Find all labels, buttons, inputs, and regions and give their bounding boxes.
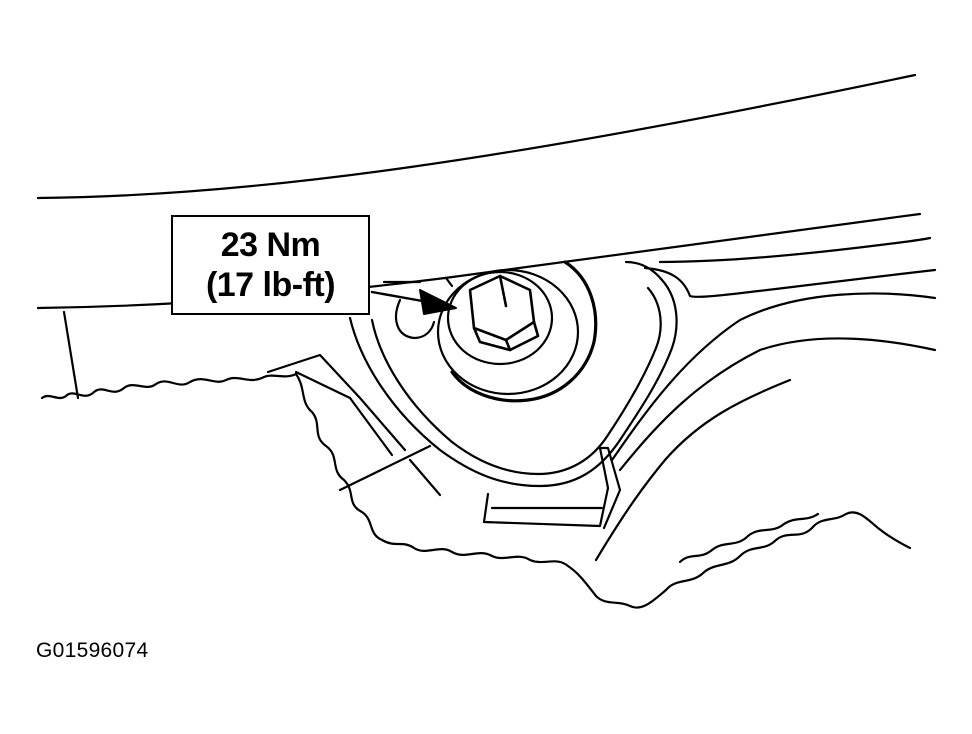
hex-bolt-icon	[468, 274, 540, 352]
angled-strut-inner	[294, 370, 394, 457]
right-frame-curve-inner	[618, 337, 937, 472]
bracket-hook	[395, 298, 436, 340]
washer-ring	[446, 270, 554, 366]
lower-brace-b	[408, 458, 442, 497]
bushing-ring	[436, 268, 580, 396]
body-upper-edge	[36, 73, 917, 200]
bracket-tab	[482, 446, 622, 530]
right-frame-lower	[594, 378, 792, 562]
torque-value-lbft: (17 lb-ft)	[205, 266, 336, 304]
torque-value-nm: 23 Nm	[220, 225, 321, 264]
mounting-bracket	[348, 260, 678, 488]
right-frame-curve	[610, 292, 937, 462]
ground-texture-left	[40, 372, 298, 400]
ground-texture-right	[594, 511, 912, 609]
bushing-outer-ring	[450, 260, 598, 403]
angled-strut	[266, 353, 407, 452]
left-post	[62, 310, 80, 400]
arrow-tick-2	[444, 276, 454, 288]
mounting-bracket-edge	[370, 286, 662, 476]
ground-texture-center	[294, 372, 598, 598]
ground-texture-right-2	[678, 512, 820, 564]
frame-rail-step	[643, 266, 937, 298]
frame-rail-lower-edge	[658, 236, 932, 264]
torque-callout: 23 Nm (17 lb-ft)	[171, 215, 370, 315]
figure-id: G01596074	[36, 639, 149, 662]
lower-brace-a	[338, 444, 432, 492]
pointer-arrow-icon	[370, 289, 457, 315]
